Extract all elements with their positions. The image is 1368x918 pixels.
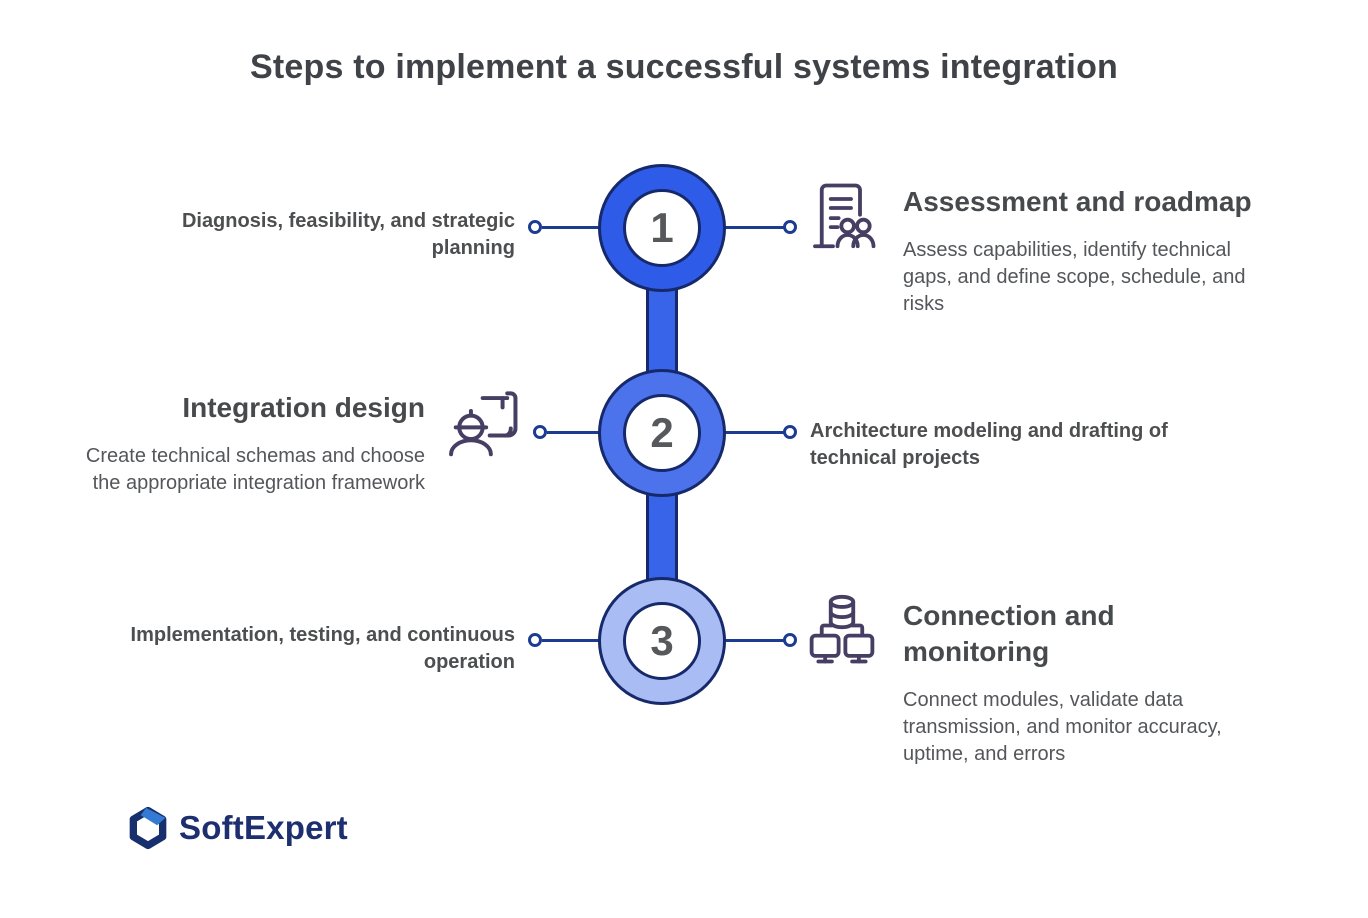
step-3-right-heading: Connection and monitoring — [903, 600, 1115, 667]
step-2-number: 2 — [650, 409, 674, 456]
connector-dot-step3-right — [783, 633, 797, 647]
connector-dot-step3-left — [528, 633, 542, 647]
step-1-right-heading: Assessment and roadmap — [903, 186, 1252, 217]
step-1-left-label: Diagnosis, feasibility, and strategic pl… — [181, 210, 515, 259]
connector-line-step2-left — [547, 431, 600, 434]
engineer-blueprint-icon — [446, 384, 524, 466]
step-2-circle-inner: 2 — [623, 394, 701, 472]
softexpert-logo: SoftExpert — [126, 806, 348, 850]
step-1-circle: 1 — [598, 164, 726, 292]
connector-dot-step1-left — [528, 220, 542, 234]
connector-line-step2-right — [724, 431, 786, 434]
report-people-icon — [806, 176, 878, 258]
step-2-left-body: Create technical schemas and choose the … — [85, 445, 425, 494]
step-2-left-heading: Integration design — [182, 392, 425, 423]
step-3-left-label: Implementation, testing, and continuous … — [130, 624, 515, 673]
step-3-circle-inner: 3 — [623, 602, 701, 680]
connector-dot-step2-left — [533, 425, 547, 439]
step-1-number: 1 — [650, 204, 674, 251]
connector-line-step1-left — [542, 226, 600, 229]
step-1-circle-inner: 1 — [623, 189, 701, 267]
connector-line-step3-left — [542, 639, 600, 642]
database-monitors-icon — [806, 590, 878, 670]
step-2-circle: 2 — [598, 369, 726, 497]
step-3-circle: 3 — [598, 577, 726, 705]
step-1-right-body: Assess capabilities, identify technical … — [903, 239, 1246, 315]
connector-dot-step2-right — [783, 425, 797, 439]
step-3-number: 3 — [650, 617, 674, 664]
step-2-right-label: Architecture modeling and drafting of te… — [810, 420, 1168, 469]
connector-dot-step1-right — [783, 220, 797, 234]
connector-line-step1-right — [724, 226, 786, 229]
softexpert-logo-text: SoftExpert — [179, 809, 348, 846]
page-title: Steps to implement a successful systems … — [249, 48, 1119, 86]
connector-line-step3-right — [724, 639, 786, 642]
softexpert-hexagon-icon — [126, 806, 170, 850]
step-3-right-body: Connect modules, validate data transmiss… — [903, 689, 1222, 765]
